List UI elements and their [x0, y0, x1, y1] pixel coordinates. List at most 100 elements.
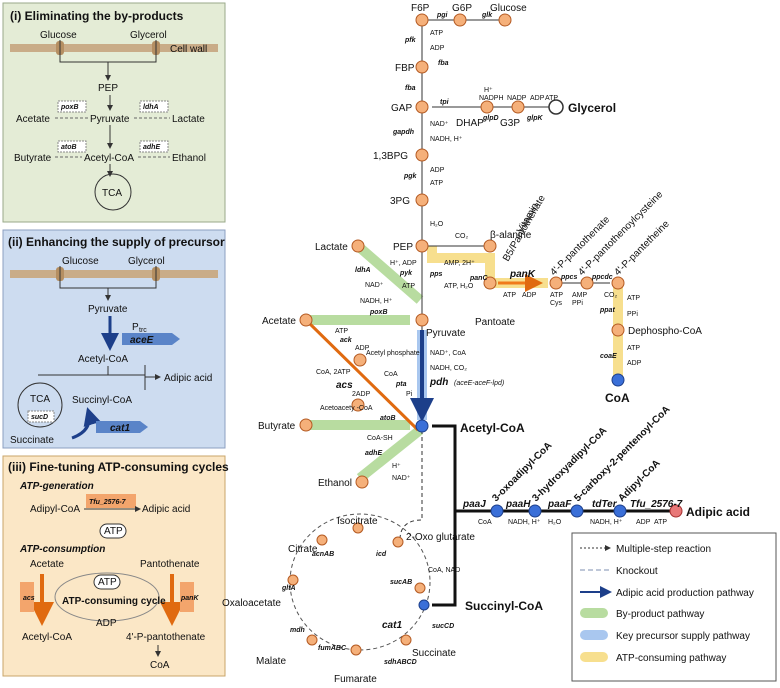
m-glucose: Glucose [490, 3, 527, 14]
p2-pyruvate: Pyruvate [88, 304, 128, 315]
m-amp-2h: AMP, 2H⁺ [444, 260, 475, 267]
m-atoB: atoB [380, 415, 396, 422]
m-poxB: poxB [369, 309, 388, 316]
m-gltA: gltA [281, 585, 296, 592]
m-atp-4: ATP [503, 292, 516, 299]
m-acetyl-phosphate: Acetyl phosphate [366, 350, 420, 357]
m-glk: glk [481, 12, 493, 19]
m-adp-2: ADP [430, 167, 445, 174]
legend-production: Adipic acid production pathway [616, 588, 754, 599]
m-adp-8: ADP [355, 345, 370, 352]
p3-atp-gen: ATP [104, 526, 123, 537]
m-atp-ad: ATP [654, 519, 667, 526]
m-fbp: FBP [395, 63, 415, 74]
m-beta-alanine: β-alanine [490, 230, 532, 241]
m-3pg: 3PG [390, 196, 410, 207]
p3-adipic-acid: Adipic acid [142, 504, 190, 515]
legend-byproduct: By-product pathway [616, 609, 704, 620]
m-fba: fba [438, 60, 449, 67]
m-malate: Malate [256, 656, 286, 667]
p3-cycle: ATP-consuming cycle [62, 596, 166, 607]
m-nadph: NADPH [479, 95, 504, 102]
m-acetoacetyl: Acetoacety -CoA [320, 405, 373, 412]
m-citrate: Citrate [288, 544, 318, 555]
panel-enhancing-precursor: (ii) Enhancing the supply of precursor G… [2, 229, 226, 449]
m-adhE: adhE [365, 450, 382, 457]
m-adp-7: ADP [627, 360, 642, 367]
m-fumABC: fumABC [318, 645, 347, 652]
m-h2o-ad: H₂O [548, 519, 562, 526]
p1-butyrate: Butyrate [14, 153, 52, 164]
m-icd: icd [376, 551, 387, 558]
m-g6p: G6P [452, 3, 472, 14]
m-coa-2atp: CoA, 2ATP [316, 369, 351, 376]
m-h-adp: H⁺, ADP [390, 260, 417, 267]
m-nadh-1: NADH, H⁺ [430, 136, 463, 143]
m-coa: CoA [605, 391, 630, 405]
m-pdh-genes: (aceE-aceF-lpd) [454, 380, 504, 387]
m-nadh-ad2: NADH, H⁺ [590, 519, 623, 526]
m-h2o-1: H₂O [430, 221, 444, 228]
m-nadp: NADP [507, 95, 527, 102]
m-paaF: paaF [547, 499, 572, 510]
p1-cell-wall-label: Cell wall [170, 44, 207, 55]
p1-lactate: Lactate [172, 114, 205, 125]
m-panC: panC [469, 275, 488, 282]
legend: Multiple-step reaction Knockout Adipic a… [571, 532, 777, 682]
p2-cat1: cat1 [110, 423, 130, 434]
m-glpD: glpD [482, 115, 499, 122]
m-ethanol: Ethanol [318, 478, 352, 489]
p2-sucD: sucD [31, 414, 48, 421]
m-tdTer: tdTer [592, 499, 618, 510]
m-bpg: 1,3BPG [373, 151, 408, 162]
m-coaE: coaE [600, 353, 617, 360]
m-coa-1: CoA [384, 371, 398, 378]
m-dephospho: Dephospho-CoA [628, 326, 702, 337]
p1-glycerol: Glycerol [130, 30, 167, 41]
m-ppi-1: PPi [572, 300, 583, 307]
m-adp-1: ADP [430, 45, 445, 52]
p3-panK: panK [180, 595, 199, 602]
m-atp-5: ATP [550, 292, 563, 299]
m-pgk: pgk [403, 173, 418, 180]
m-gapdh: gapdh [392, 129, 414, 136]
p1-adhE: adhE [143, 144, 160, 151]
legend-knockout: Knockout [616, 566, 658, 577]
m-coa-nad: CoA, NAD [428, 567, 460, 574]
m-dhap: DHAP [456, 118, 484, 129]
m-ppcs: ppcs [560, 274, 577, 281]
m-atp-3: ATP [402, 283, 415, 290]
m-pdh: pdh [429, 377, 448, 388]
p2-aceE: aceE [130, 335, 154, 346]
m-fumarate: Fumarate [334, 674, 377, 685]
p3-tfu: Tfu_2576-7 [89, 499, 127, 506]
p2-acetyl-coa: Acetyl-CoA [78, 354, 128, 365]
m-adp-4: ADP [522, 292, 537, 299]
m-tfu: Tfu_2576-7 [630, 499, 683, 510]
m-succinate: Succinate [412, 648, 456, 659]
m-adp-ad: ADP [636, 519, 651, 526]
m-ppi-2: PPi [627, 311, 638, 318]
m-nadh-ad: NADH, H⁺ [508, 519, 541, 526]
p3-atp-cycle: ATP [98, 577, 117, 588]
p1-ethanol: Ethanol [172, 153, 206, 164]
m-2adp: 2ADP [352, 391, 371, 398]
m-f6p: F6P [411, 3, 430, 14]
m-pantoate: Pantoate [475, 317, 515, 328]
p3-atp-generation: ATP-generation [19, 481, 94, 492]
m-atp-6: ATP [627, 295, 640, 302]
m-lactate: Lactate [315, 242, 348, 253]
m-nad-coa: NAD⁺, CoA [430, 350, 466, 357]
p2-adipic-acid: Adipic acid [164, 373, 212, 384]
m-tpi: tpi [440, 99, 450, 106]
legend-multi: Multiple-step reaction [616, 544, 711, 555]
panel1-title: (i) Eliminating the by-products [10, 9, 184, 23]
m-pps: pps [429, 271, 443, 278]
panel-fine-tuning-atp: (iii) Fine-tuning ATP-consuming cycles A… [2, 455, 229, 677]
p3-p-pantothenate: 4'-P-pantothenate [126, 632, 206, 643]
cell-wall [10, 44, 218, 52]
p2-succinate: Succinate [10, 435, 54, 446]
m-panK: panK [509, 269, 536, 280]
p3-atp-consumption: ATP-consumption [19, 544, 105, 555]
p3-pantothenate: Pantothenate [140, 559, 200, 570]
